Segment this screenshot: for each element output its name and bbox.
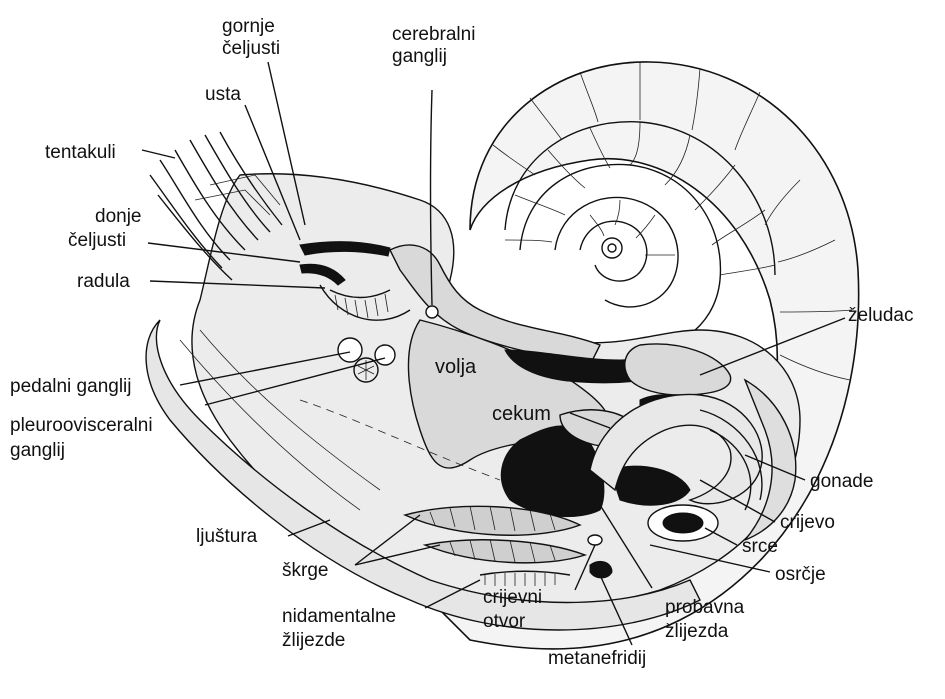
- label-osrcje: osrčje: [775, 564, 826, 585]
- label-pedalni-ganglij: pedalni ganglij: [10, 376, 132, 397]
- leader-lines: [141, 61, 846, 646]
- label-usta: usta: [205, 84, 241, 105]
- gonad: [743, 378, 797, 541]
- tentacles: [149, 131, 283, 281]
- label-cerebralni-ganglij-2: ganglij: [392, 46, 447, 67]
- label-gonade: gonade: [810, 471, 873, 492]
- label-zeludac: želudac: [848, 305, 914, 326]
- heart: [647, 504, 719, 542]
- intestine: [589, 393, 763, 511]
- label-skrge: škrge: [282, 560, 328, 581]
- label-ljustura: ljuštura: [196, 526, 258, 547]
- label-tentakuli: tentakuli: [45, 142, 116, 163]
- label-volja: volja: [435, 356, 477, 378]
- esophagus: [389, 89, 601, 366]
- label-cerebralni-ganglij: cerebralni: [392, 24, 475, 45]
- nidamental-glands: [479, 570, 571, 586]
- label-nidamentalne-zlijezde: nidamentalne: [282, 606, 396, 627]
- label-pleuroovisceralni-ganglij: pleuroovisceralni: [10, 415, 153, 436]
- label-cekum: cekum: [492, 403, 551, 425]
- jaws: [299, 241, 411, 321]
- label-donje-celjusti: donje: [95, 206, 142, 227]
- gills: [402, 505, 588, 564]
- labels: gornje čeljusti usta cerebralni ganglij …: [10, 16, 914, 669]
- ganglia: [337, 337, 396, 383]
- label-pleuroovisceralni-ganglij-2: ganglij: [10, 440, 65, 461]
- label-crijevni-otvor-2: otvor: [483, 611, 526, 632]
- label-probavna-zlijezda: probavna: [665, 597, 745, 618]
- label-gornje-celjusti: gornje: [222, 16, 275, 37]
- label-metanefridij: metanefridij: [548, 648, 646, 669]
- label-nidamentalne-zlijezde-2: žlijezde: [282, 630, 345, 651]
- label-crijevni-otvor: crijevni: [483, 587, 542, 608]
- label-srce: srce: [742, 536, 778, 557]
- label-crijevo: crijevo: [780, 512, 835, 533]
- label-gornje-celjusti-2: čeljusti: [222, 38, 280, 59]
- label-donje-celjusti-2: čeljusti: [68, 230, 126, 251]
- label-radula: radula: [77, 271, 130, 292]
- label-probavna-zlijezda-2: žlijezda: [665, 621, 729, 642]
